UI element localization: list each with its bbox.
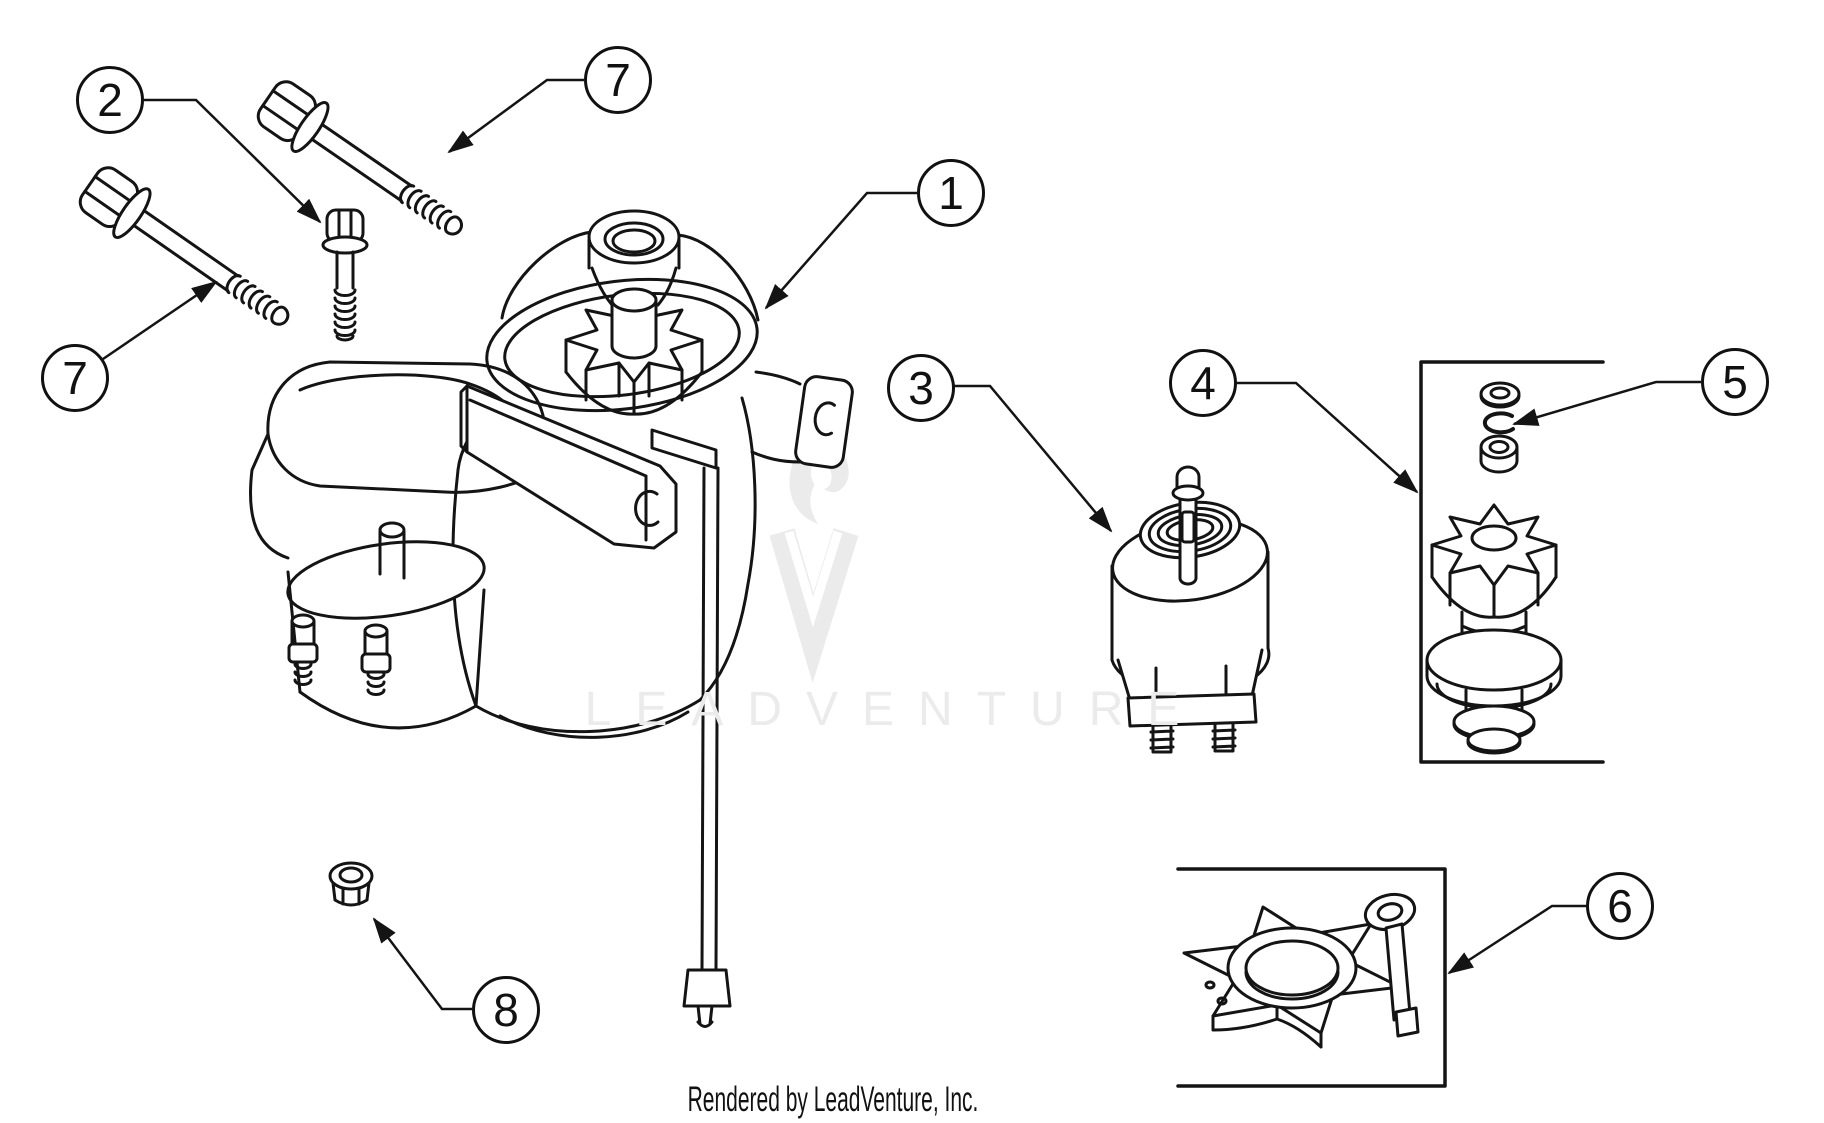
callout-8[interactable]: 8 [472, 976, 540, 1044]
part-7-long-bolt-upper [256, 80, 463, 236]
watermark-v-icon [769, 528, 859, 683]
part-4-drive-pinion [1425, 503, 1563, 755]
part-3-solenoid [1110, 465, 1271, 754]
terminal-stud-left [287, 613, 319, 686]
terminal-stud-right [360, 623, 392, 696]
callout-4[interactable]: 4 [1169, 349, 1237, 417]
leader-callout-7-upper [447, 78, 584, 154]
footer-credit: Rendered by LeadVenture, Inc. [687, 1080, 979, 1119]
leader-callout-4 [1237, 381, 1419, 494]
watermark-text: LEADVENTURE [584, 683, 1204, 736]
detail-box-brush-holder [1176, 867, 1447, 1088]
leader-callout-3 [952, 384, 1113, 533]
leader-callout-8 [372, 917, 472, 1011]
part-8-flange-nut [328, 861, 374, 907]
part-7-long-bolt-lower [78, 166, 290, 326]
callout-3[interactable]: 3 [887, 354, 955, 422]
callout-6[interactable]: 6 [1586, 872, 1654, 940]
leader-callout-6 [1447, 904, 1586, 975]
leader-callout-5 [1512, 380, 1701, 426]
leader-callout-7-lower [102, 280, 218, 361]
callout-1[interactable]: 1 [917, 159, 985, 227]
through-bolt-rod [650, 428, 732, 1028]
callout-7-lower[interactable]: 7 [41, 344, 109, 412]
leader-callout-1 [764, 191, 917, 310]
callout-7-upper[interactable]: 7 [584, 46, 652, 114]
leader-lines [102, 78, 1701, 1011]
part-1-starter-assembly [249, 209, 854, 1028]
detail-box-drive [1419, 360, 1605, 764]
part-2-short-bolt [321, 208, 369, 342]
callout-2[interactable]: 2 [76, 66, 144, 134]
callout-5[interactable]: 5 [1701, 348, 1769, 416]
part-5-retainer-set [1479, 381, 1521, 474]
part-6-brush-holder [1182, 892, 1420, 1049]
leader-callout-2 [144, 98, 322, 224]
